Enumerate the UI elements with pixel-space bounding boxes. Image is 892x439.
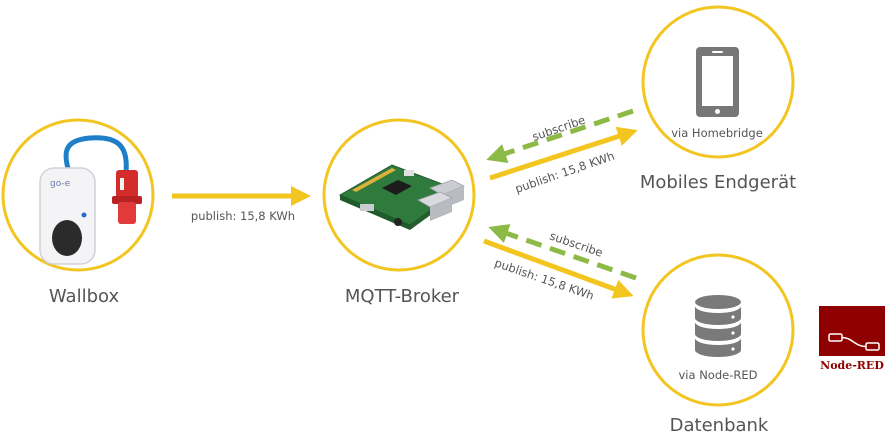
database-icon — [695, 295, 741, 357]
mobile-subscribe-label: subscribe — [530, 113, 587, 144]
mobile-inner-label: via Homebridge — [671, 126, 763, 140]
svg-text:go-e: go-e — [50, 179, 71, 189]
broker-label: MQTT-Broker — [345, 286, 460, 307]
edge-wallbox-to-broker: publish: 15,8 KWh — [172, 186, 311, 223]
database-label: Datenbank — [670, 415, 769, 436]
wallbox-charger-icon: go-e — [39, 135, 142, 265]
database-inner-label: via Node-RED — [679, 368, 758, 382]
database-publish-arrow — [483, 238, 634, 299]
mobile-publish-arrow — [489, 126, 638, 181]
smartphone-icon — [696, 47, 739, 117]
node-red-logo: Node-RED — [819, 306, 885, 374]
mobile-node: via Homebridge Mobiles Endgerät — [640, 5, 796, 193]
edge-broker-database: subscribe publish: 15,8 KWh — [483, 224, 637, 303]
node-red-flow-icon — [828, 333, 880, 351]
raspberry-pi-board-icon — [338, 164, 465, 230]
node-red-logo-box — [819, 306, 885, 356]
wallbox-publish-label: publish: 15,8 KWh — [191, 209, 295, 223]
database-node: via Node-RED Datenbank — [641, 253, 795, 436]
wallbox-node: go-e Wallbox — [1, 118, 155, 307]
wallbox-label: Wallbox — [49, 286, 120, 307]
node-red-label-band — [819, 356, 885, 374]
edge-broker-mobile: subscribe publish: 15,8 KWh — [486, 108, 638, 196]
mobile-label: Mobiles Endgerät — [640, 172, 796, 193]
database-subscribe-arrow — [488, 224, 637, 281]
node-red-label: Node-RED — [820, 359, 884, 372]
broker-node: MQTT-Broker — [322, 118, 476, 307]
